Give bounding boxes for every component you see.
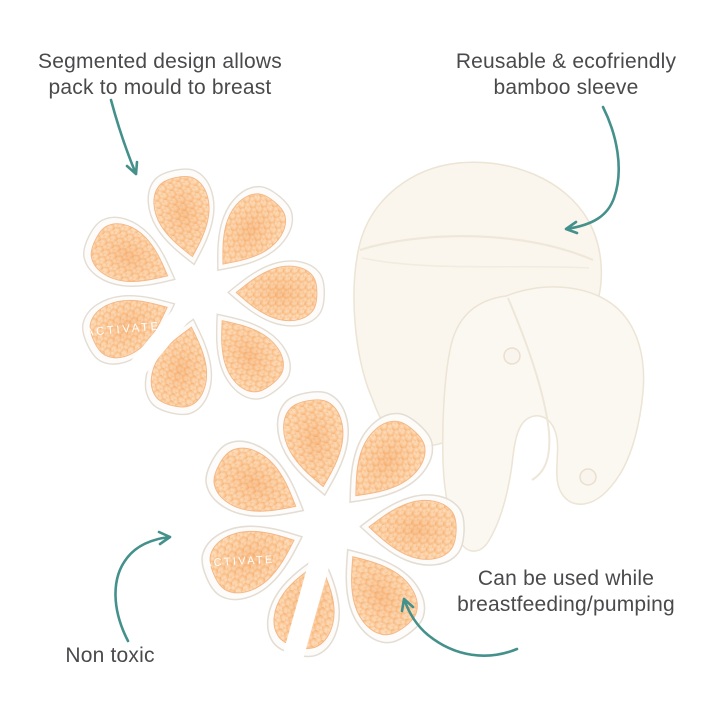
gel-pack-flower-bottom: ACTIVATE [170,369,491,689]
annotation-reusable-sleeve: Reusable & ecofriendly bamboo sleeve [416,49,716,101]
annotation-line: Reusable & ecofriendly [455,50,677,73]
annotation-line: Segmented design allows [38,50,282,73]
arrow-breastfeeding [400,597,519,657]
sleeve-button [579,468,597,486]
arrow-segmented [109,98,139,176]
arrow-non-toxic [114,530,172,643]
annotation-breastfeeding: Can be used while breastfeeding/pumping [406,566,720,618]
annotation-line: bamboo sleeve [493,76,639,99]
sleeve-button [503,347,521,365]
gel-pack-flower-top: ACTIVATE [49,144,352,442]
sleeve-flap-seam [507,297,551,481]
bamboo-sleeve-front [442,286,645,552]
arrow-reusable [564,105,620,235]
annotation-line: Non toxic [65,644,155,667]
annotation-line: Can be used while [477,567,655,590]
sleeve-hood-seam [359,235,594,262]
annotation-non-toxic: Non toxic [40,643,180,669]
annotation-segmented-design: Segmented design allows pack to mould to… [20,49,300,101]
annotation-line: breastfeeding/pumping [457,593,675,616]
gel-pack-slot [281,547,332,672]
brand-label: ACTIVATE [204,554,275,570]
annotation-line: pack to mould to breast [48,76,272,99]
gel-pack-slot [107,306,190,404]
